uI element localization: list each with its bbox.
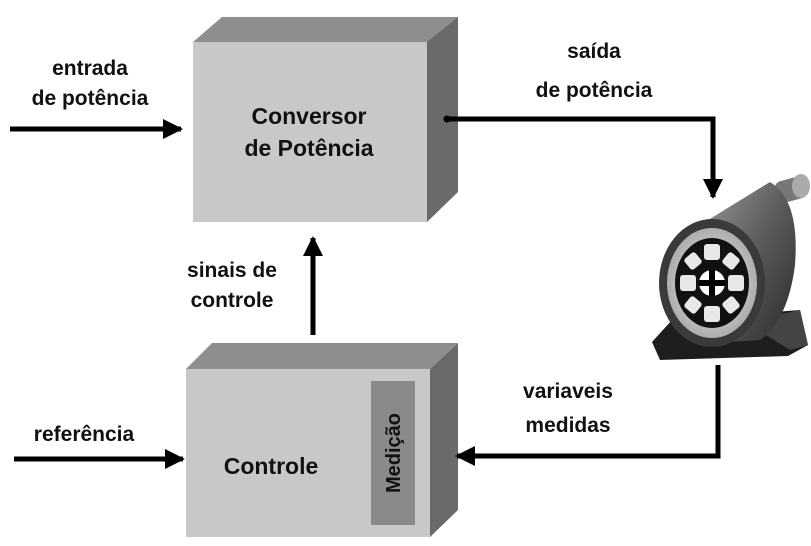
entrada-label-line2: de potência	[32, 87, 149, 110]
variaveis-arrow	[455, 365, 721, 466]
referencia-label: referência	[34, 423, 135, 446]
saida-arrow	[447, 116, 723, 199]
motor-shaft-tip	[792, 174, 810, 198]
sinais-label-line2: controle	[191, 289, 274, 312]
entrada-label-line1: entrada	[52, 57, 128, 80]
conversor-front-face	[193, 42, 427, 222]
saida-label-line2: de potência	[536, 79, 653, 102]
controle-top-face	[186, 343, 458, 369]
conversor-label-line2: de Potência	[244, 135, 373, 161]
medicao-bar	[371, 381, 415, 525]
motor-rotor-bar-h	[699, 280, 725, 286]
conversor-block: Conversor de Potência	[193, 17, 458, 222]
conversor-top-face-2	[193, 17, 458, 42]
electric-motor-icon	[652, 174, 810, 360]
sinais-label-line1: sinais de	[187, 259, 277, 282]
medicao-label: Medição	[383, 413, 405, 493]
conversor-side-face	[427, 17, 458, 222]
controle-block: Medição Controle	[186, 343, 458, 537]
variaveis-label-line2: medidas	[525, 414, 610, 437]
variaveis-label-line1: variaveis	[523, 380, 613, 403]
controle-side-face	[430, 343, 458, 537]
conversor-label-line1: Conversor	[251, 103, 366, 129]
motor-poles	[680, 244, 744, 322]
controle-label: Controle	[224, 453, 319, 479]
saida-label-line1: saída	[567, 40, 621, 63]
